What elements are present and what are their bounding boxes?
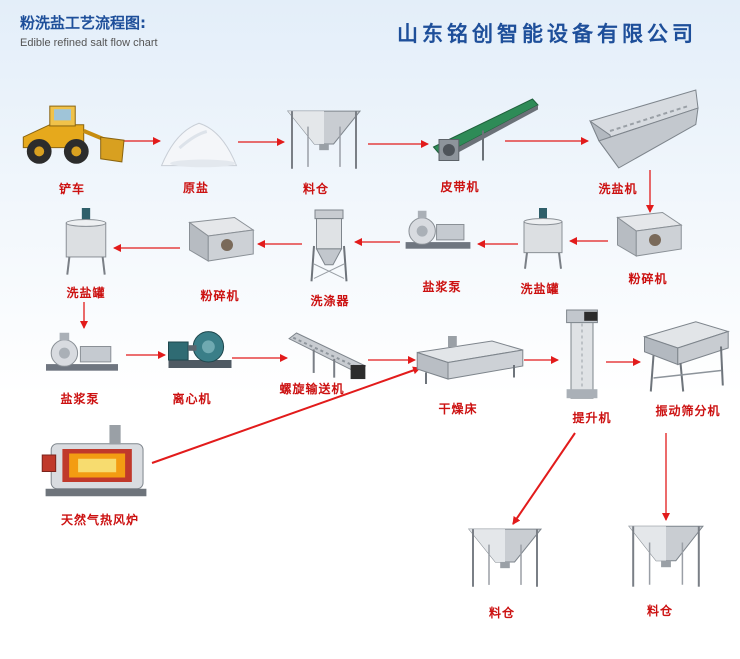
node-label-hopper-2: 料仓 — [488, 606, 516, 620]
belt-conveyor-icon — [432, 98, 539, 161]
node-crusher-2 — [182, 215, 257, 265]
node-label-furnace: 天然气热风炉 — [60, 513, 140, 527]
hopper-icon — [628, 525, 704, 587]
node-label-belt: 皮带机 — [440, 180, 480, 194]
node-label-washer-1: 洗盐机 — [598, 182, 638, 196]
node-label-tank-2: 洗盐罐 — [66, 286, 106, 300]
node-hopper-3 — [625, 523, 707, 588]
node-furnace — [40, 425, 152, 500]
node-hopper-2 — [465, 526, 545, 588]
chart-subtitle: Edible refined salt flow chart — [20, 37, 158, 49]
company-name: 山东铭创智能设备有限公司 — [397, 22, 697, 46]
node-elevator — [560, 309, 604, 400]
node-label-hopper-1: 料仓 — [302, 182, 330, 196]
node-label-pump-1: 盐浆泵 — [422, 280, 462, 294]
node-pump-2 — [42, 330, 122, 385]
node-label-sieve: 振动筛分机 — [655, 404, 721, 418]
node-tank-1 — [518, 208, 568, 270]
crusher-icon — [616, 211, 683, 257]
node-sieve — [640, 318, 730, 393]
node-label-dryer: 干燥床 — [438, 402, 478, 416]
vibrating-screen-icon — [642, 321, 730, 392]
node-tank-2 — [60, 208, 112, 276]
node-label-crusher-1: 粉碎机 — [628, 272, 668, 286]
hot-air-furnace-icon — [41, 425, 147, 497]
node-crusher-1 — [610, 210, 685, 260]
salt-pile-icon — [160, 122, 238, 168]
scrubber-icon — [310, 209, 348, 282]
node-label-scrubber: 洗涤器 — [310, 294, 350, 308]
dryer-bed-icon — [416, 336, 524, 384]
bucket-elevator-icon — [566, 309, 598, 399]
node-centrifuge — [165, 330, 235, 370]
node-scrubber — [304, 209, 354, 282]
node-belt — [428, 93, 539, 168]
node-label-loader: 铲车 — [58, 182, 86, 196]
screw-conveyor-icon — [288, 332, 367, 380]
centrifuge-icon — [168, 331, 232, 368]
arrow-elevator-to-hopper-2 — [512, 432, 576, 525]
node-label-crusher-2: 粉碎机 — [200, 289, 240, 303]
pump-icon — [46, 332, 118, 371]
arrow-furnace-to-dryer — [151, 366, 421, 464]
hopper-icon — [467, 528, 543, 587]
node-dryer — [415, 335, 525, 385]
tank-icon — [523, 208, 563, 269]
salt-washer-icon — [589, 89, 699, 169]
node-label-tank-1: 洗盐罐 — [520, 282, 560, 296]
chart-title: 粉洗盐工艺流程图: — [20, 14, 146, 32]
node-screw — [285, 332, 367, 380]
pump-icon — [405, 210, 471, 249]
crusher-icon — [188, 216, 255, 262]
node-label-elevator: 提升机 — [572, 411, 612, 425]
node-pump-1 — [402, 208, 474, 263]
wheel-loader-icon — [22, 105, 125, 164]
node-washer-1 — [588, 89, 699, 172]
node-label-pump-2: 盐浆泵 — [60, 392, 100, 406]
node-hopper-1 — [284, 108, 364, 170]
node-label-hopper-3: 料仓 — [646, 604, 674, 618]
node-loader — [18, 103, 125, 165]
hopper-icon — [286, 110, 362, 169]
tank-icon — [65, 208, 107, 275]
node-raw-salt — [160, 115, 238, 170]
node-label-raw-salt: 原盐 — [182, 181, 210, 195]
node-label-screw: 螺旋输送机 — [279, 382, 345, 396]
node-label-centrifuge: 离心机 — [172, 392, 212, 406]
